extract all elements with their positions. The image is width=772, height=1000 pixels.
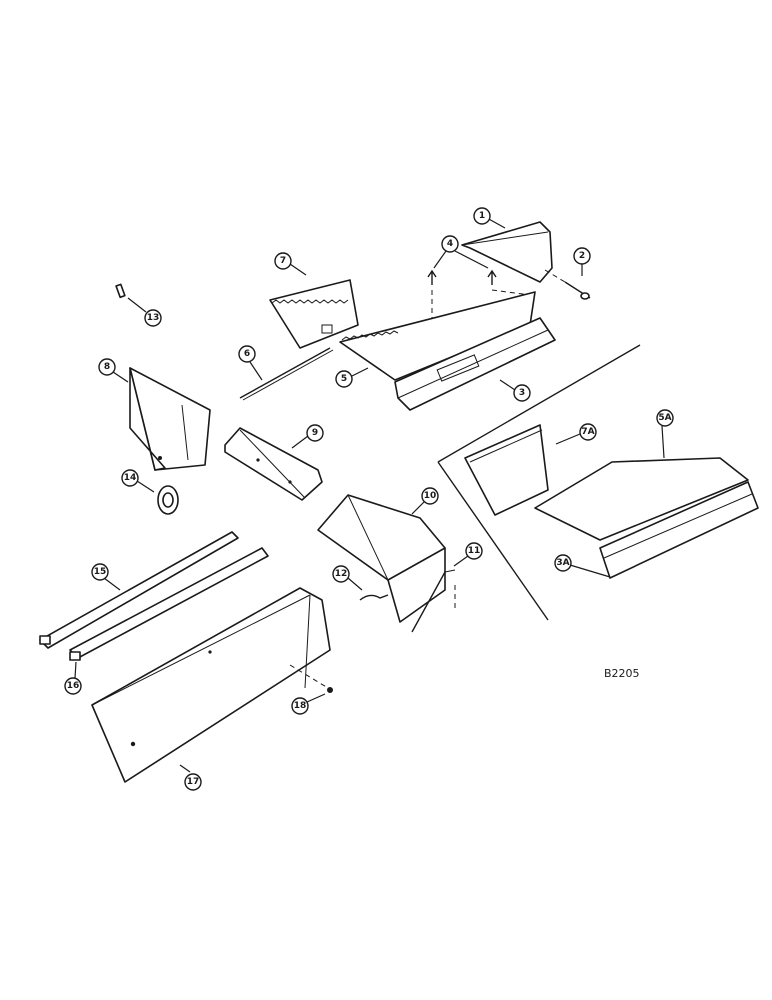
svg-text:13: 13	[147, 313, 160, 323]
svg-text:9: 9	[312, 428, 318, 438]
callout-5: 5	[335, 367, 369, 388]
part-13-pin	[115, 283, 126, 299]
part-11-rod-arm	[411, 569, 456, 633]
part-14-pulley	[157, 485, 179, 515]
callout-6: 6	[238, 345, 263, 381]
svg-text:2: 2	[579, 251, 585, 261]
callout-18: 18	[291, 693, 326, 715]
callout-17: 17	[179, 764, 202, 791]
callout-2: 2	[573, 247, 591, 276]
callout-14: 14	[121, 469, 155, 493]
svg-text:1: 1	[479, 211, 485, 221]
part-17-large-shield	[91, 587, 331, 783]
part-10-hood	[317, 494, 446, 623]
callout-3a: 3A	[554, 554, 611, 578]
svg-text:8: 8	[104, 362, 110, 372]
part-7a-plate	[464, 424, 549, 516]
svg-text:17: 17	[187, 777, 200, 787]
part-1-cover	[461, 221, 553, 283]
svg-text:14: 14	[124, 473, 137, 483]
part-5a-panel	[534, 457, 749, 541]
callout-15: 15	[91, 563, 121, 591]
part-6-rod	[239, 347, 334, 401]
svg-text:6: 6	[244, 349, 250, 359]
part-15-strip	[39, 531, 239, 649]
svg-text:10: 10	[424, 491, 437, 501]
callout-9: 9	[291, 424, 324, 449]
callout-7a: 7A	[555, 423, 597, 445]
svg-text:11: 11	[468, 546, 481, 556]
part-12-latch	[359, 594, 389, 601]
callout-1: 1	[473, 207, 506, 229]
callout-5a: 5A	[656, 409, 674, 459]
part-3a-channel	[599, 481, 759, 579]
callout-11: 11	[453, 542, 483, 567]
svg-text:18: 18	[294, 701, 307, 711]
callout-3: 3	[499, 379, 531, 402]
callout-8: 8	[98, 358, 129, 383]
svg-text:5A: 5A	[658, 413, 671, 423]
svg-text:7A: 7A	[581, 427, 594, 437]
callout-10: 10	[411, 487, 439, 515]
svg-text:16: 16	[67, 681, 80, 691]
svg-text:3: 3	[519, 388, 525, 398]
callout-12: 12	[332, 565, 363, 591]
part-3-channel	[394, 317, 556, 411]
part-16-strip	[39, 547, 269, 661]
part-9-bracket	[224, 427, 323, 501]
drawing-code: B2205	[604, 667, 640, 680]
svg-text:4: 4	[447, 239, 453, 249]
separator-line-lower	[437, 461, 549, 621]
part-8-side-shield	[129, 367, 211, 471]
callout-16: 16	[64, 661, 82, 695]
callout-4: 4	[433, 235, 489, 269]
svg-text:7: 7	[280, 256, 286, 266]
part-2-bolt	[544, 269, 591, 300]
callout-13: 13	[127, 297, 162, 327]
svg-text:12: 12	[335, 569, 348, 579]
svg-text:15: 15	[94, 567, 107, 577]
svg-text:3A: 3A	[556, 558, 569, 568]
callout-7: 7	[274, 252, 307, 276]
part-18-nut	[289, 664, 333, 693]
part-7-plate	[269, 279, 359, 349]
separator-line	[437, 344, 641, 463]
svg-text:5: 5	[341, 374, 347, 384]
